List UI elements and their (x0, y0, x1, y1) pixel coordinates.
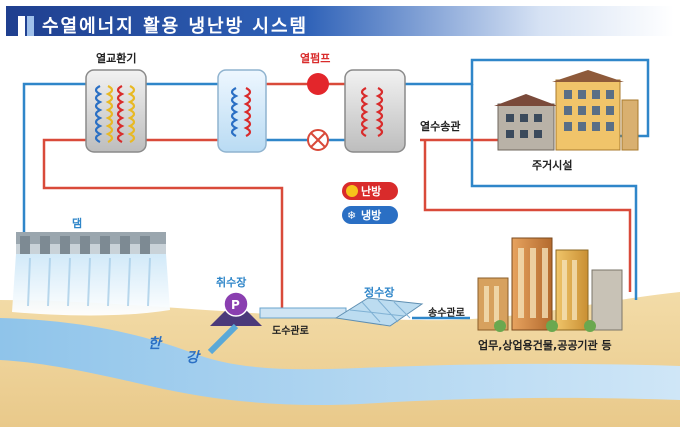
intake-station: P 취수장 (207, 275, 262, 355)
heat-pump: 열펌프 (300, 51, 330, 151)
heat-exchanger-label: 열교환기 (96, 51, 136, 65)
raw-water-supply-pipe (22, 82, 86, 232)
svg-text:난방: 난방 (361, 184, 381, 198)
river-label-1: 한 (148, 336, 163, 352)
flame-icon (346, 185, 358, 197)
residential-buildings: 주거시설 (494, 70, 639, 172)
svg-text:냉방: 냉방 (361, 208, 381, 222)
pump-icon: P (231, 298, 240, 312)
pipe-network (22, 58, 650, 320)
dam: 댐 (12, 216, 170, 316)
residential-supply-pipe (390, 58, 650, 138)
legend-cooling (342, 206, 398, 224)
commercial-label: 업무,상업용건물,공공기관 등 (478, 338, 612, 352)
residential-label: 주거시설 (532, 158, 572, 172)
raw-water-return-pipe (42, 138, 284, 310)
heat-pump-label: 열펌프 (300, 51, 330, 65)
han-river (0, 318, 680, 406)
supply-pipe-label: 송수관로 (428, 306, 465, 319)
purification-plant: 정수장 송수관로 (334, 285, 465, 327)
evaporator-unit (217, 69, 267, 153)
title-bar: 수열에너지 활용 냉난방 시스템 (6, 6, 674, 37)
commercial-buildings: 업무,상업용건물,공공기관 등 (477, 237, 623, 352)
heat-exchanger: 열교환기 (85, 51, 147, 153)
heat-water-pipe-label: 열수송관 (420, 119, 460, 133)
purification-plant-label: 정수장 (364, 285, 394, 299)
page-title: 수열에너지 활용 냉난방 시스템 (42, 16, 309, 37)
snowflake-icon: ❄ (347, 209, 356, 222)
legend: 난방 ❄ 냉방 (342, 182, 398, 224)
legend-heating (342, 182, 398, 200)
river-label-2: 강 (186, 350, 201, 366)
dam-label: 댐 (72, 216, 82, 230)
intake-station-label: 취수장 (216, 275, 246, 289)
intake-pipe-label: 도수관로 (272, 324, 309, 337)
landscape (0, 292, 680, 427)
condenser-unit (344, 69, 406, 153)
title-marker-icon (18, 16, 34, 36)
compressor-icon (307, 73, 329, 95)
